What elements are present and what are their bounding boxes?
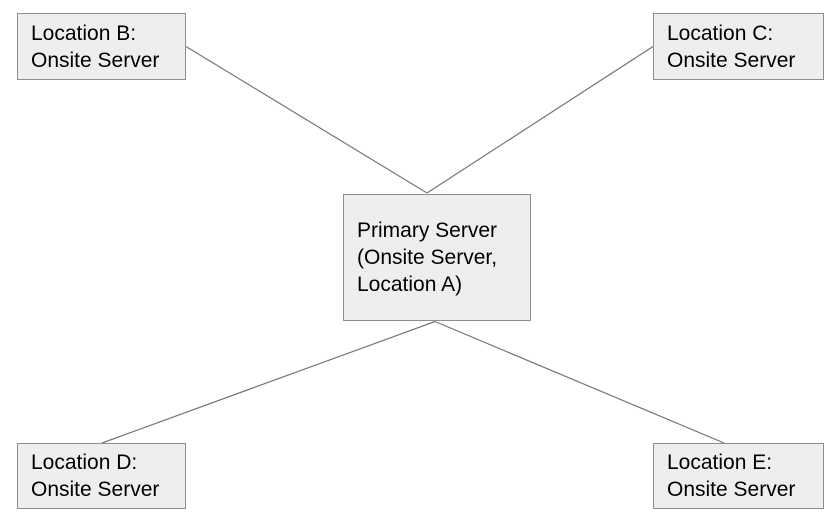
node-location-b: Location B: Onsite Server [17,13,186,80]
node-location-d-label: Location D: Onsite Server [31,451,160,501]
connector-primary-to-location-d [101,320,436,444]
node-primary-server-label: Primary Server (Onsite Server, Location … [357,219,498,296]
node-location-c-label: Location C: Onsite Server [667,21,796,72]
node-location-b-label: Location B: Onsite Server [31,21,160,72]
connector-location-b-to-primary [185,45,428,194]
connector-location-c-to-primary [426,45,654,194]
node-location-e: Location E: Onsite Server [653,443,824,509]
node-location-c: Location C: Onsite Server [653,13,824,80]
node-location-d: Location D: Onsite Server [17,443,186,509]
connector-primary-to-location-e [434,320,725,444]
node-primary-server: Primary Server (Onsite Server, Location … [343,194,531,321]
node-location-e-label: Location E: Onsite Server [667,451,796,501]
